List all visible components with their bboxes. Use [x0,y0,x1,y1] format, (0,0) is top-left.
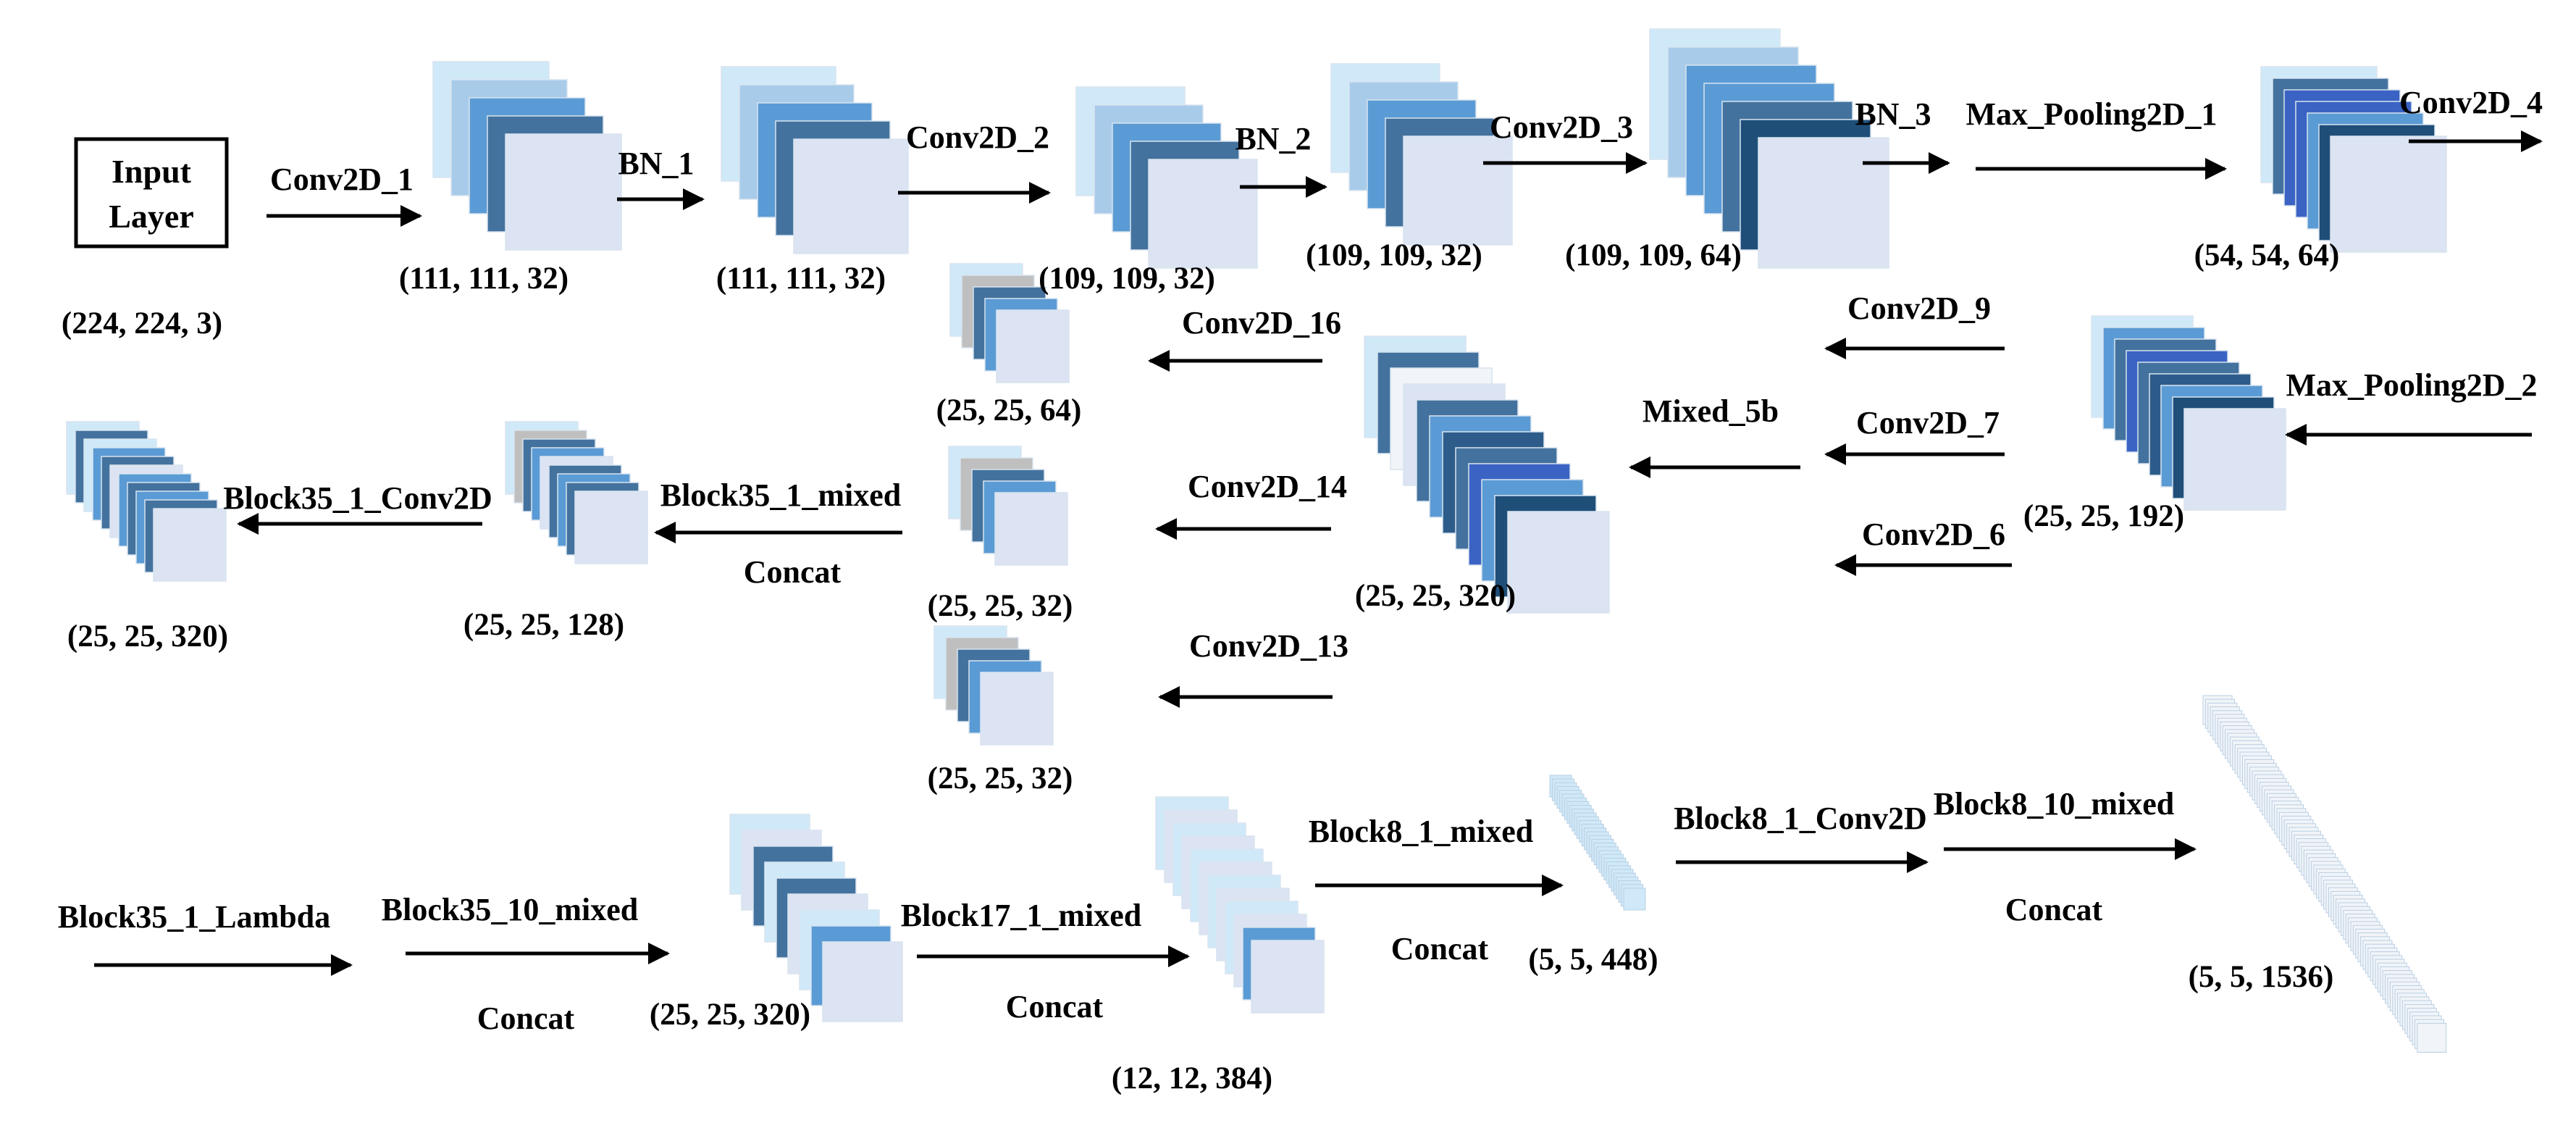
feature-map-n1-4 [505,133,622,251]
feature-map-n7-8 [2183,408,2286,511]
edge-label-concat-e: Concat [2005,892,2103,927]
feature-map-n12-8 [574,490,648,564]
input-layer-label-line2: Layer [109,198,194,235]
edge-label-conv2d-14: Conv2D_14 [1188,469,1347,504]
edge-label-block8-1-mixed: Block8_1_mixed [1309,814,1533,849]
feature-map-n8-11 [1507,511,1610,614]
shape-label-n2: (111, 111, 32) [716,262,886,296]
shape-label-n6: (54, 54, 64) [2194,238,2340,272]
feature-map-n10-4 [994,492,1068,566]
input-layer: Input Layer (224, 224, 3) [62,137,229,341]
shape-label-n13: (25, 25, 320) [67,619,228,654]
edge-label-conv2d-7: Conv2D_7 [1856,405,2000,441]
edge-label-block35-1-mixed: Block35_1_mixed [660,477,901,513]
tensor-stack-n8 [1364,335,1610,614]
shape-label-n5: (109, 109, 64) [1565,238,1742,272]
edge-label-max-pooling2d-1: Max_Pooling2D_1 [1965,96,2217,132]
shape-label-n11: (25, 25, 32) [928,761,1073,796]
edge-label-conv2d-1: Conv2D_1 [270,162,414,197]
feature-map-n13-10 [153,508,227,582]
tensor-stacks [66,28,2447,1053]
shape-label-n3: (109, 109, 32) [1039,262,1215,296]
edge-label-conv2d-13: Conv2D_13 [1189,628,1348,664]
feature-map-n11-4 [980,672,1054,746]
edge-label-block8-10-mixed: Block8_10_mixed [1934,786,2174,822]
feature-map-n14-8 [822,941,903,1022]
tensor-stack-n9 [949,263,1070,383]
tensor-stack-n10 [948,446,1068,566]
feature-map-n17-87 [2417,1022,2447,1053]
shape-label-n7: (25, 25, 192) [2023,499,2184,533]
tensor-stack-n13 [66,421,227,582]
feature-map-n4-4 [1403,135,1513,246]
tensor-stack-n4 [1330,63,1513,246]
edge-label-conv2d-6: Conv2D_6 [1862,517,2005,552]
tensor-stack-n1 [432,61,622,251]
feature-map-n6-6 [2330,135,2447,253]
edge-label-max-pooling2d-2: Max_Pooling2D_2 [2286,367,2537,403]
shape-label-n17: (5, 5, 1536) [2189,960,2334,994]
feature-map-n2-4 [793,138,909,254]
edge-label-block35-1-conv2d: Block35_1_Conv2D [223,480,492,516]
edge-label-block17-1-mixed: Block17_1_mixed [901,898,1141,933]
edge-label-block35-1-lambda: Block35_1_Lambda [58,899,331,935]
tensor-stack-n11 [934,625,1054,746]
tensor-stack-n6 [2260,66,2447,253]
edge-label-concat-d: Concat [1391,931,1489,967]
shape-label-n9: (25, 25, 64) [936,393,1082,427]
input-layer-label-line1: Input [112,153,192,190]
edge-label-concat-b: Concat [477,1001,575,1036]
feature-map-n9-4 [996,309,1070,383]
tensor-stack-n14 [729,814,903,1022]
tensor-stack-n17 [2202,695,2447,1053]
edge-labels: Conv2D_1 BN_1 Conv2D_2 BN_2 Conv2D_3 BN_… [58,85,2543,1036]
tensor-stack-n2 [721,66,909,254]
edge-label-bn-2: BN_2 [1235,121,1311,156]
shape-label-n4: (109, 109, 32) [1306,238,1482,272]
edge-label-concat-c: Concat [1006,989,1104,1024]
edge-label-block35-10-mixed: Block35_10_mixed [382,892,638,927]
feature-map-n5-6 [1758,137,1889,269]
tensor-stack-n12 [505,421,648,564]
edge-label-conv2d-3: Conv2D_3 [1490,109,1633,145]
feature-map-n3-4 [1148,159,1258,269]
tensor-stack-n3 [1075,86,1258,269]
input-layer-box [74,137,229,249]
shape-label-n10: (25, 25, 32) [928,589,1073,623]
tensor-stack-n15 [1155,796,1325,1014]
input-layer-shape: (224, 224, 3) [62,306,222,341]
shape-label-n14: (25, 25, 320) [650,998,810,1032]
shape-label-n15: (12, 12, 384) [1112,1061,1272,1095]
edge-label-conv2d-9: Conv2D_9 [1847,291,1991,326]
arrows [94,130,2543,976]
feature-map-n15-11 [1251,940,1325,1014]
edge-label-concat-a: Concat [744,554,842,590]
edge-label-conv2d-4: Conv2D_4 [2399,85,2543,120]
shape-label-n8: (25, 25, 320) [1355,579,1516,613]
tensor-stack-n7 [2091,315,2286,511]
edge-label-conv2d-16: Conv2D_16 [1182,305,1341,341]
shape-labels: (111, 111, 32) (111, 111, 32) (109, 109,… [67,238,2339,1095]
shape-label-n16: (5, 5, 448) [1528,943,1658,977]
edge-label-bn-1: BN_1 [618,146,694,181]
tensor-stack-n16 [1549,775,1646,911]
edge-label-conv2d-2: Conv2D_2 [906,120,1049,155]
shape-label-n12: (25, 25, 128) [463,608,624,642]
shape-label-n1: (111, 111, 32) [399,262,569,296]
edge-label-mixed-5b: Mixed_5b [1642,393,1779,429]
tensor-stack-n5 [1649,28,1889,269]
edge-label-bn-3: BN_3 [1855,96,1931,132]
feature-map-n16-30 [1623,888,1646,911]
edge-label-block8-1-conv2d: Block8_1_Conv2D [1674,801,1927,836]
